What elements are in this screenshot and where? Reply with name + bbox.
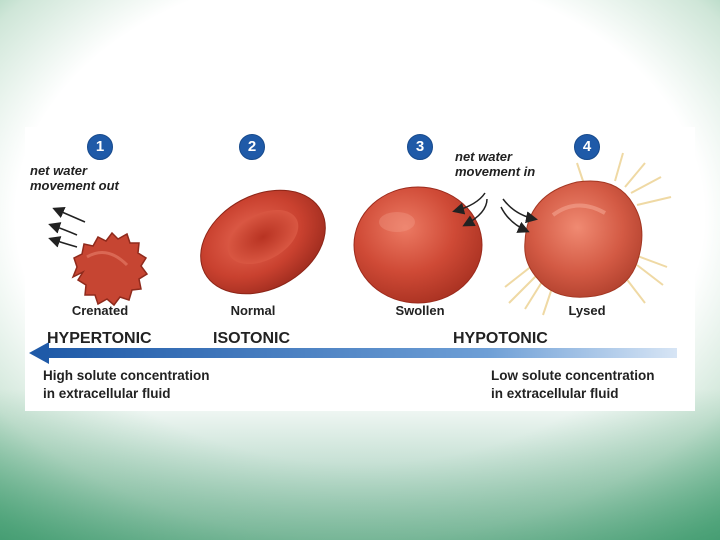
step-badge-1: 1 [87, 134, 113, 160]
cell-illustrations [29, 152, 677, 364]
water-in-note-line2: movement in [455, 164, 536, 179]
label-hypotonic: HYPOTONIC [453, 330, 548, 347]
high-solute-line2: in extracellular fluid [43, 386, 171, 401]
label-swollen: Swollen [395, 303, 445, 318]
swollen-cell [353, 186, 483, 304]
low-solute-line2: in extracellular fluid [491, 386, 619, 401]
low-solute-line1: Low solute concentration [491, 368, 655, 383]
water-in-note: net water movement in [455, 149, 535, 179]
high-solute-note: High solute concentration in extracellul… [43, 367, 210, 403]
water-out-note: net water movement out [30, 163, 119, 193]
lysed-cell [504, 152, 672, 316]
low-solute-note: Low solute concentration in extracellula… [491, 367, 655, 403]
label-isotonic: ISOTONIC [213, 330, 291, 347]
water-in-arrows-swollen [452, 192, 488, 227]
crenated-cell [71, 231, 149, 307]
tonicity-arrow [29, 342, 677, 364]
label-normal: Normal [230, 303, 276, 318]
normal-cell [200, 189, 326, 295]
water-out-note-line1: net water [30, 163, 88, 178]
water-out-arrows [48, 207, 86, 248]
high-solute-line1: High solute concentration [43, 368, 210, 383]
tonicity-figure: 1 2 3 4 net water movement out net water… [25, 127, 695, 411]
label-crenated: Crenated [71, 303, 129, 318]
label-hypertonic: HYPERTONIC [47, 330, 152, 347]
step-badge-4: 4 [574, 134, 600, 160]
water-in-note-line1: net water [455, 149, 513, 164]
water-in-arrows-lysed [500, 198, 538, 233]
label-lysed: Lysed [568, 303, 606, 318]
step-badge-2: 2 [239, 134, 265, 160]
step-badge-3: 3 [407, 134, 433, 160]
water-out-note-line2: movement out [30, 178, 119, 193]
